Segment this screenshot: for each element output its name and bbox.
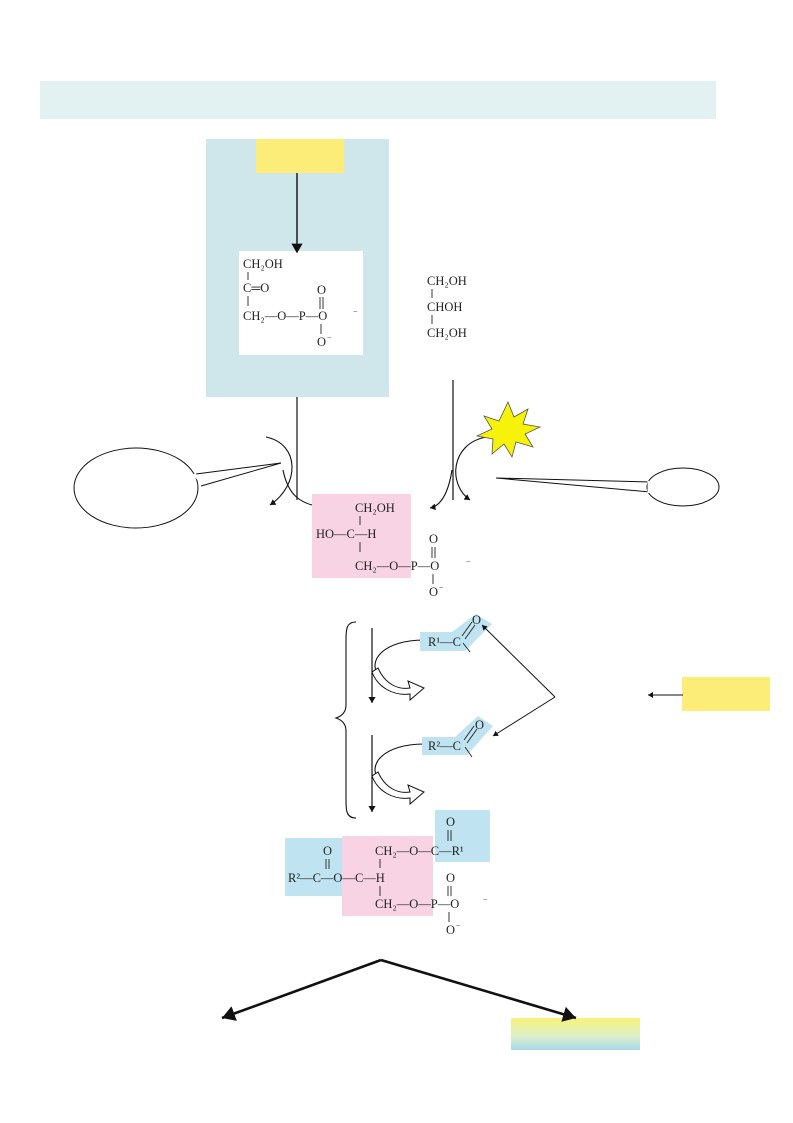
dhap-structure-box bbox=[239, 251, 363, 355]
curved-arrow-icon bbox=[374, 639, 425, 679]
svg-text:O: O bbox=[446, 923, 455, 937]
brace-icon bbox=[334, 621, 357, 819]
acyl-2-highlight bbox=[422, 716, 493, 755]
starburst-icon bbox=[475, 401, 542, 459]
svg-text:CH₂OH: CH₂OH bbox=[355, 501, 395, 515]
svg-text:O: O bbox=[317, 283, 326, 297]
pointer-line bbox=[492, 696, 556, 737]
svg-text:O: O bbox=[446, 871, 455, 885]
phosphatidate-structure: O CH₂—O—C—R¹ O R²—C—O—C—H CH₂—O—P—O O O … bbox=[288, 815, 488, 937]
top-label-box bbox=[256, 139, 344, 173]
pointer-line bbox=[481, 624, 556, 698]
right-label-box bbox=[682, 677, 770, 711]
acyl-2-structure: R²—C O bbox=[428, 718, 484, 758]
glycerol-3-phosphate-structure: CH₂OH HO—C—H CH₂—O—P—O O O − − bbox=[316, 501, 471, 599]
dhap-structure: CH₂OH C═O CH₂—O—P—O O O − − bbox=[243, 257, 358, 349]
glycerol-structure: CH₂OH CHOH CH₂OH bbox=[427, 274, 467, 340]
svg-text:−: − bbox=[483, 895, 488, 904]
hollow-arrow-icon bbox=[371, 771, 425, 806]
svg-text:−: − bbox=[456, 921, 461, 930]
svg-text:O: O bbox=[317, 335, 326, 349]
title-band bbox=[40, 81, 716, 119]
svg-text:R¹—C: R¹—C bbox=[428, 635, 461, 649]
svg-text:CH₂—O—P—O: CH₂—O—P—O bbox=[243, 309, 327, 323]
hollow-arrow-icon bbox=[371, 667, 425, 702]
svg-text:CH₂—O—C—R¹: CH₂—O—C—R¹ bbox=[375, 844, 464, 858]
branch-arrow-right bbox=[380, 958, 577, 1022]
curved-arrow-icon bbox=[265, 436, 293, 506]
svg-text:CHOH: CHOH bbox=[427, 300, 462, 314]
svg-text:R²—C: R²—C bbox=[428, 739, 461, 753]
curved-arrow-icon bbox=[455, 436, 487, 501]
curved-arrow-icon bbox=[374, 743, 425, 783]
svg-text:CH₂—O—P—O: CH₂—O—P—O bbox=[375, 897, 459, 911]
curved-arrow-icon bbox=[429, 469, 453, 511]
glycerol-backbone-highlight bbox=[312, 494, 411, 578]
svg-text:CH₂OH: CH₂OH bbox=[427, 274, 467, 288]
svg-text:−: − bbox=[327, 333, 332, 342]
r2-acyl-highlight bbox=[285, 838, 344, 896]
svg-text:CH₂OH: CH₂OH bbox=[243, 257, 283, 271]
svg-text:O: O bbox=[323, 844, 332, 858]
svg-text:O: O bbox=[446, 815, 455, 829]
svg-text:CH₂—O—P—O: CH₂—O—P—O bbox=[355, 559, 439, 573]
svg-text:O: O bbox=[429, 532, 438, 546]
svg-text:CH₂OH: CH₂OH bbox=[427, 326, 467, 340]
speech-bubble-icon bbox=[646, 467, 720, 507]
svg-text:HO—C—H: HO—C—H bbox=[316, 527, 376, 541]
speech-bubble-icon bbox=[73, 447, 199, 529]
product-label-box bbox=[511, 1018, 640, 1050]
svg-text:O: O bbox=[475, 718, 484, 732]
speech-bubble-icon bbox=[195, 462, 282, 487]
r1-acyl-highlight bbox=[435, 810, 490, 862]
glycerol-backbone-highlight bbox=[342, 836, 433, 916]
acyl-1-structure: R¹—C O bbox=[428, 613, 481, 653]
svg-text:O: O bbox=[429, 585, 438, 599]
svg-text:C═O: C═O bbox=[243, 281, 269, 295]
branch-arrow-left bbox=[221, 958, 382, 1021]
svg-text:O: O bbox=[472, 613, 481, 627]
svg-text:−: − bbox=[353, 307, 358, 316]
svg-text:R²—C—O—C—H: R²—C—O—C—H bbox=[288, 871, 385, 885]
svg-text:−: − bbox=[466, 557, 471, 566]
svg-text:−: − bbox=[439, 583, 444, 592]
speech-bubble-icon bbox=[495, 477, 653, 493]
acyl-1-highlight bbox=[420, 614, 492, 651]
